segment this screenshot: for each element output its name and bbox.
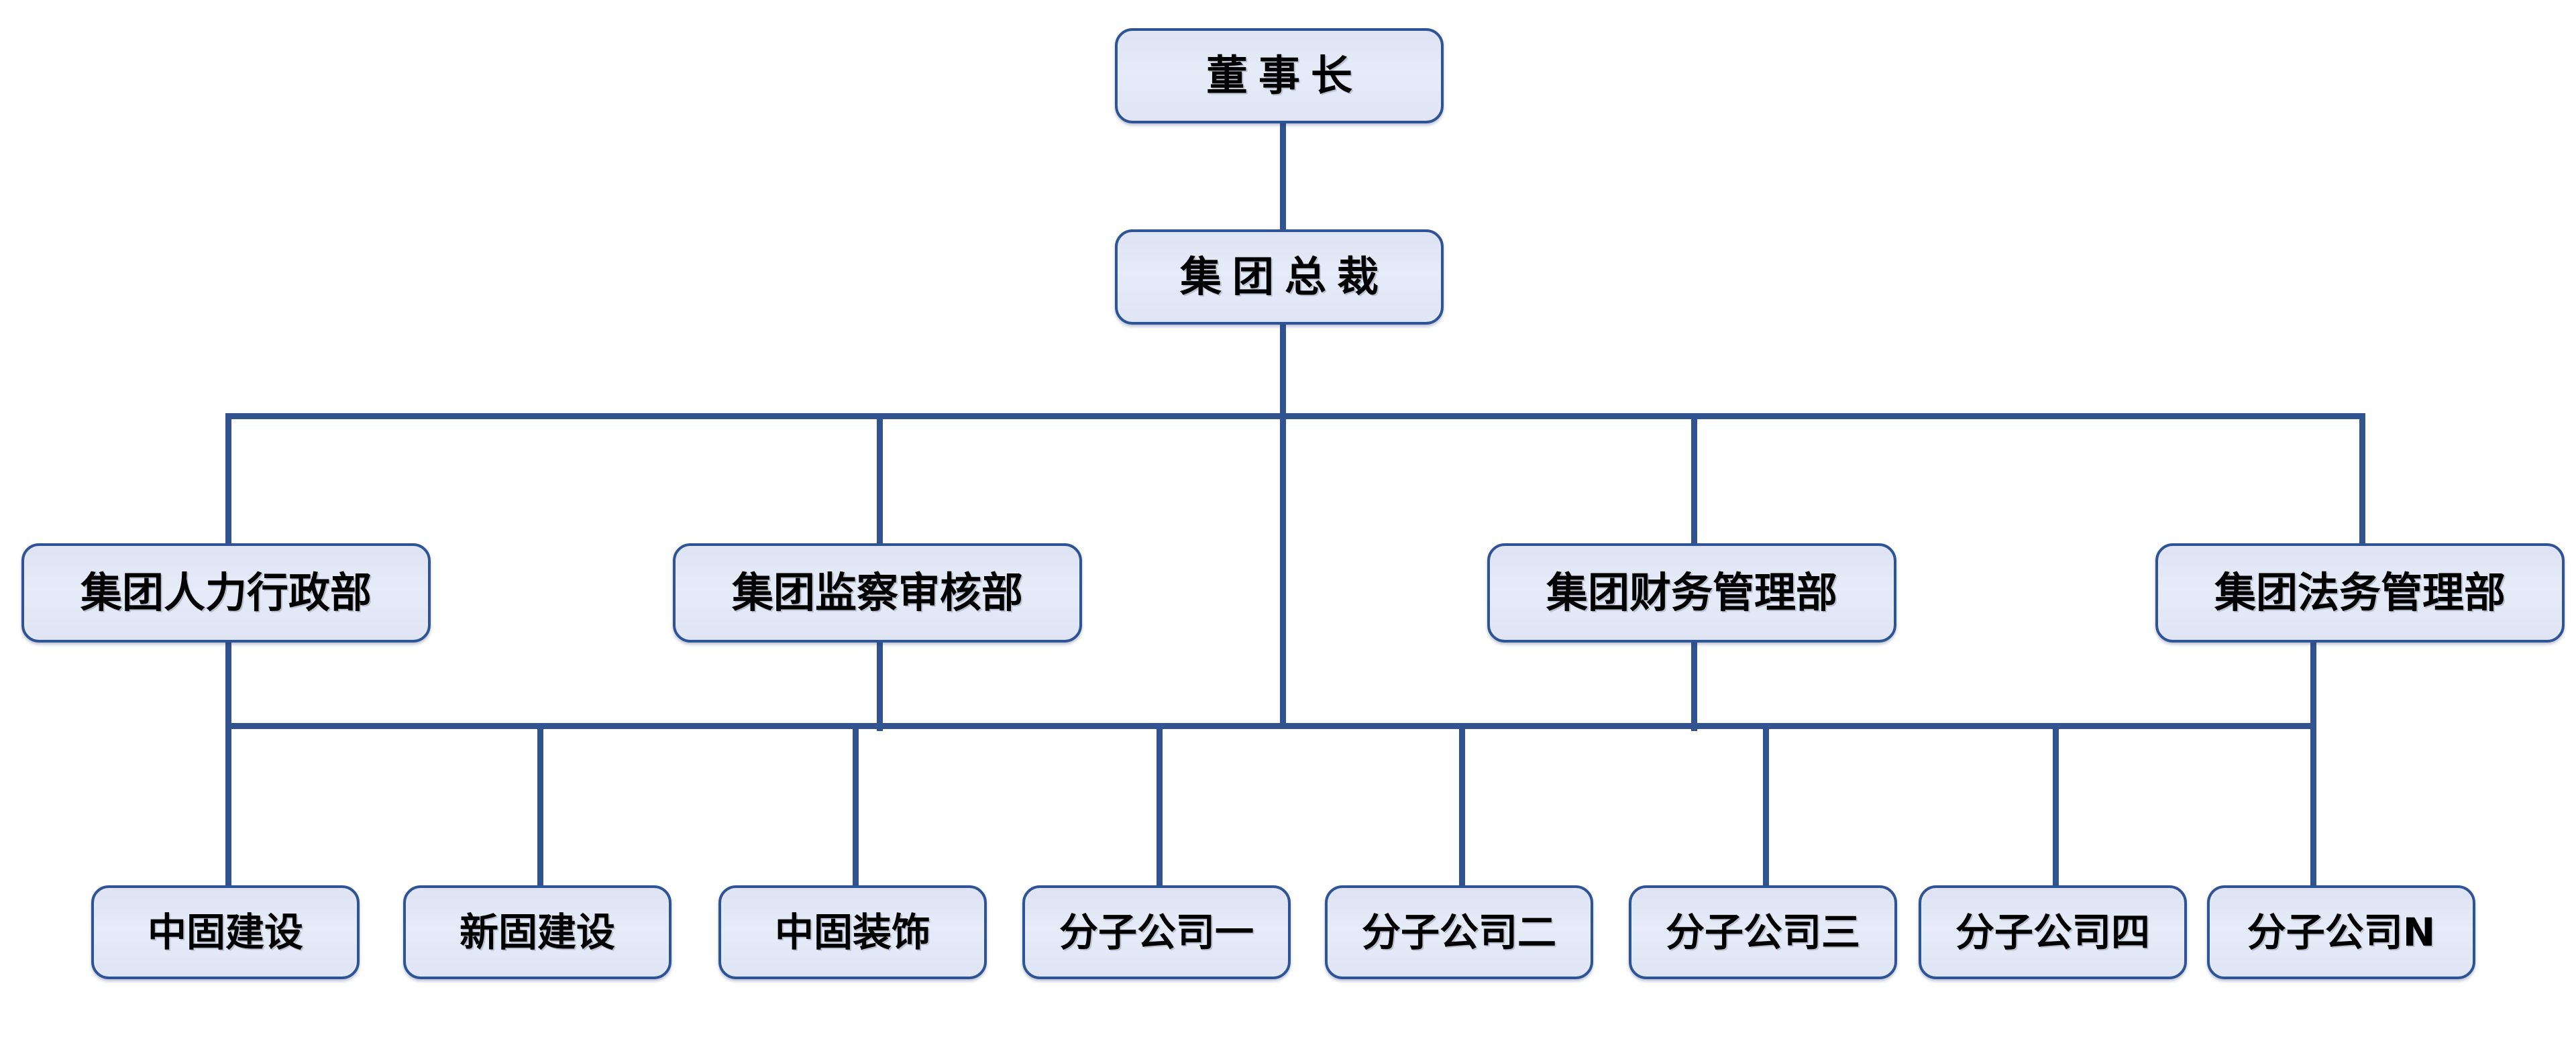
- node-subsidiary-branch-1[interactable]: 分子公司一: [1022, 885, 1291, 979]
- node-department-legal-label: 集团法务管理部: [2214, 568, 2506, 618]
- node-president-label: 集团总裁: [1179, 252, 1389, 302]
- connector-drop-subsidiary-4: [1157, 723, 1163, 891]
- connector-drop-subsidiary-1: [225, 723, 231, 891]
- node-subsidiary-branch-4[interactable]: 分子公司四: [1919, 885, 2187, 979]
- node-subsidiary-branch-n[interactable]: 分子公司N: [2207, 885, 2475, 979]
- node-subsidiary-branch-2-label: 分子公司二: [1361, 909, 1556, 955]
- connector-president-trunk: [1280, 131, 1286, 728]
- node-department-finance-label: 集团财务管理部: [1546, 568, 1837, 618]
- node-subsidiary-branch-3-label: 分子公司三: [1665, 909, 1860, 955]
- connector-subsidiary-bus: [225, 723, 2316, 729]
- node-subsidiary-branch-3[interactable]: 分子公司三: [1629, 885, 1897, 979]
- connector-drop-subsidiary-3: [853, 723, 859, 891]
- node-chairman-label: 董事长: [1205, 51, 1363, 101]
- node-subsidiary-zhonggu-decoration[interactable]: 中固装饰: [718, 885, 987, 979]
- connector-drop-dept-1: [225, 413, 231, 547]
- connector-dept-1-to-subsidiary-bus: [225, 604, 231, 731]
- connector-drop-dept-2: [877, 413, 883, 547]
- node-subsidiary-xingu-construction[interactable]: 新固建设: [403, 885, 672, 979]
- node-department-hr-admin[interactable]: 集团人力行政部: [21, 543, 431, 643]
- node-subsidiary-branch-n-label: 分子公司N: [2247, 909, 2436, 955]
- node-subsidiary-xingu-construction-label: 新固建设: [459, 909, 615, 955]
- connector-department-bus: [225, 413, 2365, 419]
- node-department-supervision-audit[interactable]: 集团监察审核部: [673, 543, 1082, 643]
- node-president[interactable]: 集团总裁: [1115, 229, 1444, 325]
- node-department-supervision-audit-label: 集团监察审核部: [731, 568, 1023, 618]
- connector-drop-subsidiary-5: [1459, 723, 1465, 891]
- connector-drop-subsidiary-8: [2310, 723, 2316, 891]
- node-subsidiary-zhonggu-construction[interactable]: 中固建设: [91, 885, 360, 979]
- node-subsidiary-zhonggu-construction-label: 中固建设: [147, 909, 303, 955]
- node-subsidiary-zhonggu-decoration-label: 中固装饰: [774, 909, 930, 955]
- connector-dept-2-to-subsidiary-bus: [877, 604, 883, 731]
- connector-drop-dept-4: [2359, 413, 2365, 547]
- node-subsidiary-branch-1-label: 分子公司一: [1059, 909, 1254, 955]
- node-department-legal[interactable]: 集团法务管理部: [2155, 543, 2565, 643]
- connector-drop-subsidiary-7: [2053, 723, 2059, 891]
- connector-drop-subsidiary-6: [1763, 723, 1769, 891]
- node-department-hr-admin-label: 集团人力行政部: [80, 568, 372, 618]
- connector-dept-4-to-subsidiary-bus: [2310, 604, 2316, 731]
- connector-drop-subsidiary-2: [537, 723, 543, 891]
- connector-dept-3-to-subsidiary-bus: [1691, 604, 1697, 731]
- node-subsidiary-branch-2[interactable]: 分子公司二: [1325, 885, 1593, 979]
- node-chairman[interactable]: 董事长: [1115, 28, 1444, 123]
- connector-drop-dept-3: [1691, 413, 1697, 547]
- node-subsidiary-branch-4-label: 分子公司四: [1955, 909, 2150, 955]
- node-department-finance[interactable]: 集团财务管理部: [1487, 543, 1896, 643]
